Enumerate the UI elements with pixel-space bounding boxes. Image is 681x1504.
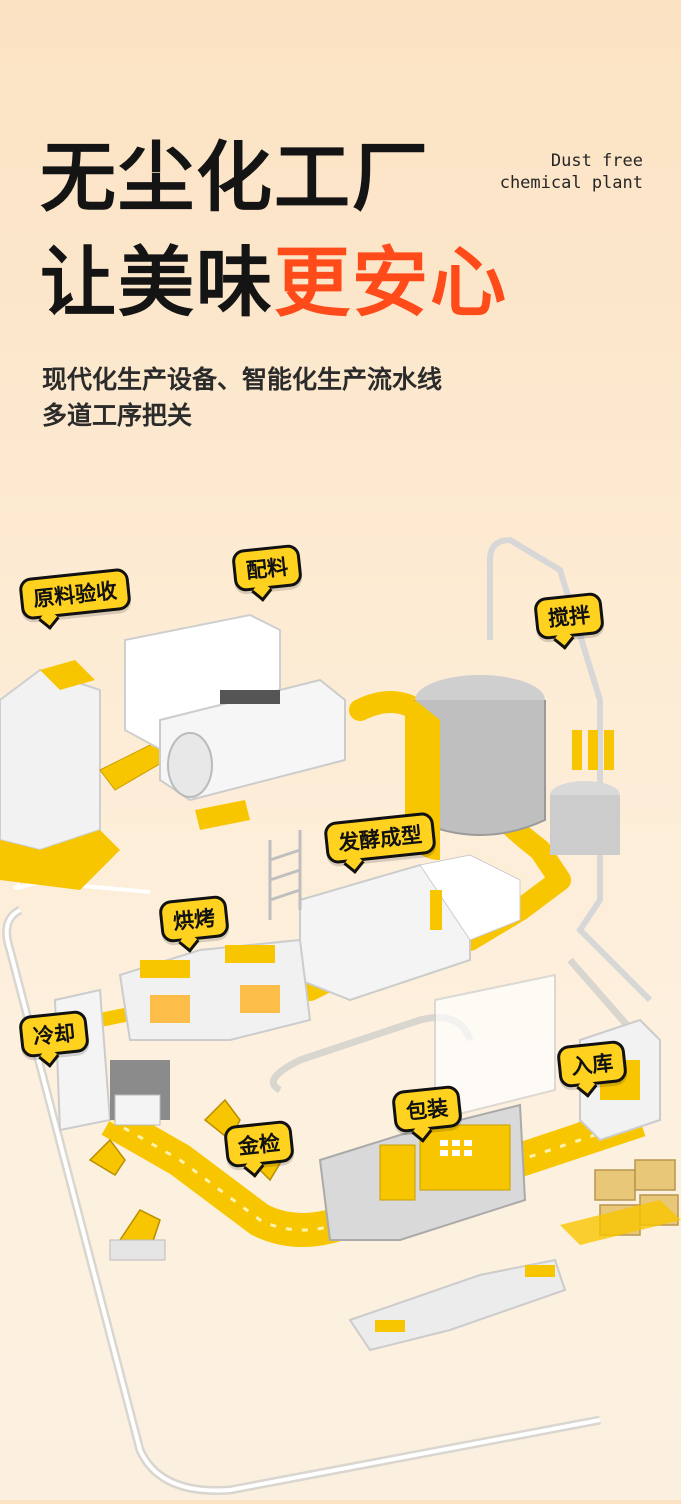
english-caption: Dust free chemical plant	[500, 150, 643, 194]
subtitle: 现代化生产设备、智能化生产流水线 多道工序把关	[42, 362, 442, 434]
main-title-line2: 让美味更安心	[40, 245, 508, 321]
station-tag-packaging: 包装	[390, 1084, 464, 1134]
station-tag-warehousing: 入库	[555, 1039, 629, 1089]
title-highlight: 更安心	[274, 238, 508, 327]
factory-scene-graphic	[0, 536, 681, 1495]
station-tag-metal-detection: 金检	[222, 1119, 296, 1169]
subtitle-line2: 多道工序把关	[42, 401, 193, 430]
station-tag-mixing: 搅拌	[532, 591, 606, 641]
station-tag-cooling: 冷却	[17, 1009, 91, 1059]
station-tag-batching: 配料	[230, 543, 304, 593]
english-line2: chemical plant	[499, 173, 643, 193]
english-line1: Dust free	[550, 151, 643, 171]
subtitle-line1: 现代化生产设备、智能化生产流水线	[42, 365, 443, 394]
factory-illustration: 原料验收 配料 搅拌 发酵成型 烘烤 冷却 入库 包装 金检	[0, 520, 681, 1500]
title-prefix: 让美味	[40, 238, 274, 327]
station-tag-baking: 烘烤	[157, 894, 231, 944]
main-title-line1: 无尘化工厂	[40, 133, 430, 222]
